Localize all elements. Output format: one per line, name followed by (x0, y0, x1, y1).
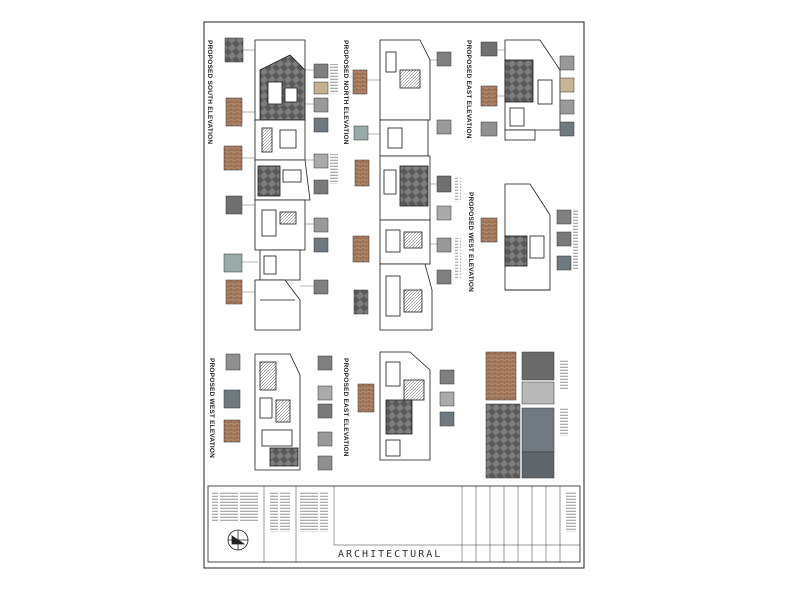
south-elevation: PROPOSED SOUTH ELEVATION (206, 37, 338, 331)
west-elevation-left: PROPOSED WEST ELEVATION (208, 353, 333, 471)
label-south-elevation: PROPOSED SOUTH ELEVATION (206, 40, 213, 144)
north-arrow-icon (227, 529, 249, 551)
title-block-brand: ARCHITECTURAL (338, 549, 442, 560)
label-east-elevation-top: PROPOSED EAST ELEVATION (465, 40, 472, 139)
east-elevation-top: PROPOSED EAST ELEVATION (465, 39, 575, 141)
east-elevation-bottom: PROPOSED EAST ELEVATION (342, 351, 455, 461)
label-west-elevation-left: PROPOSED WEST ELEVATION (208, 358, 215, 458)
material-board (485, 351, 568, 479)
label-north-elevation: PROPOSED NORTH ELEVATION (342, 40, 349, 145)
label-east-elevation-bottom: PROPOSED EAST ELEVATION (342, 358, 349, 457)
west-elevation-right: PROPOSED WEST ELEVATION (467, 183, 579, 292)
label-west-elevation-right: PROPOSED WEST ELEVATION (467, 192, 474, 292)
north-elevation: PROPOSED NORTH ELEVATION (342, 39, 461, 331)
title-block: ARCHITECTURAL (207, 485, 581, 563)
